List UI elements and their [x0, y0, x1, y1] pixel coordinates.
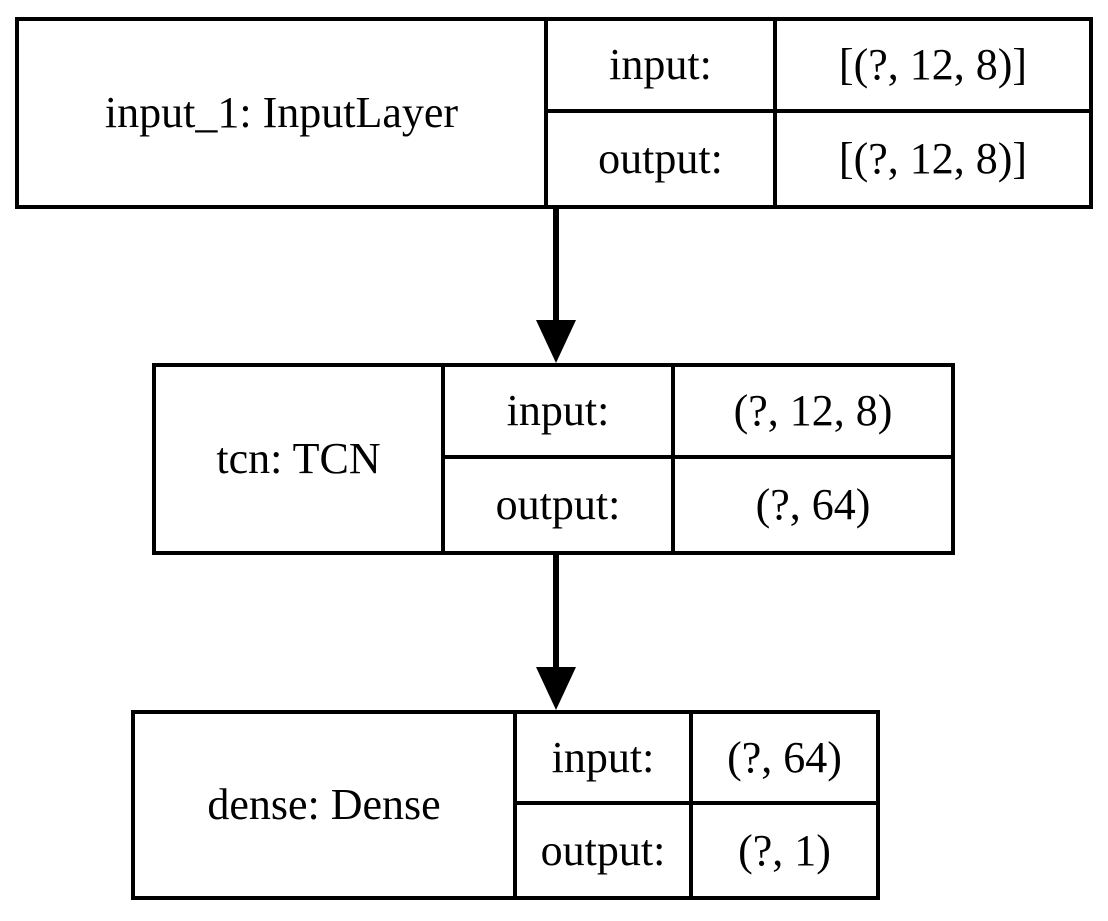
arrowhead-icon — [536, 667, 576, 710]
io-key-input: input: — [548, 21, 777, 109]
io-key-input: input: — [517, 714, 693, 801]
node-io-row-output: output: (?, 64) — [445, 459, 951, 551]
io-value-input-shape: [(?, 12, 8)] — [838, 40, 1028, 89]
node-label-dense: dense: Dense — [207, 780, 441, 829]
io-value-input-shape: (?, 64) — [727, 732, 842, 782]
io-value-output-shape: (?, 1) — [738, 825, 831, 875]
graph-node-dense[interactable]: dense: Dense input: (?, 64) output: (?, … — [131, 710, 880, 900]
node-io-row-output: output: (?, 1) — [517, 805, 876, 896]
io-key-output: output: — [445, 459, 675, 551]
node-io-row-output: output: [(?, 12, 8)] — [548, 113, 1089, 205]
graph-node-input_1[interactable]: input_1: InputLayer input: [(?, 12, 8)] … — [15, 17, 1093, 209]
io-key-output: output: — [548, 113, 777, 205]
node-io-table-tcn: input: (?, 12, 8) output: (?, 64) — [441, 367, 951, 551]
edge-line — [553, 555, 559, 671]
node-io-row-input: input: [(?, 12, 8)] — [548, 21, 1089, 113]
edge-line — [553, 209, 559, 324]
node-label-tcn: tcn: TCN — [216, 434, 381, 483]
io-value-input-shape: (?, 12, 8) — [733, 386, 893, 435]
io-value-output-shape: (?, 64) — [755, 480, 871, 529]
node-io-row-input: input: (?, 64) — [517, 714, 876, 805]
node-io-row-input: input: (?, 12, 8) — [445, 367, 951, 459]
node-io-table-input_1: input: [(?, 12, 8)] output: [(?, 12, 8)] — [544, 21, 1089, 205]
io-key-output: output: — [517, 805, 693, 896]
graph-node-tcn[interactable]: tcn: TCN input: (?, 12, 8) output: (?, 6… — [152, 363, 955, 555]
arrowhead-icon — [536, 320, 576, 363]
node-label-input_1: input_1: InputLayer — [104, 88, 459, 137]
io-key-input: input: — [445, 367, 675, 455]
node-io-table-dense: input: (?, 64) output: (?, 1) — [513, 714, 876, 896]
io-value-output-shape: [(?, 12, 8)] — [838, 134, 1028, 183]
